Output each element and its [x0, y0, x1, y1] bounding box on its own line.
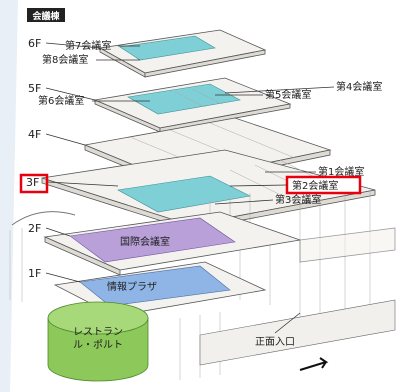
restaurant-label-line: レストラン — [73, 326, 123, 338]
floor-6-plate — [98, 29, 267, 78]
floor-label-2f: 2F — [28, 222, 41, 235]
room-label-5: 第5会議室 — [265, 88, 311, 101]
room-label-7: 第7会議室 — [65, 39, 111, 52]
room-label-6: 第6会議室 — [38, 94, 84, 107]
room-5-area — [127, 83, 241, 115]
room-label-3: 第3会議室 — [275, 193, 321, 206]
floor-label-5f: 5F — [28, 82, 41, 95]
room-label-4: 第4会議室 — [336, 80, 382, 93]
room-label-info-plaza: 情報プラザ — [107, 280, 157, 293]
international-room-area — [69, 217, 236, 263]
building-title: 会議棟 — [32, 10, 60, 22]
floor-label-4f: 4F — [28, 128, 41, 141]
room-labels: 第7会議室 第8会議室 第4会議室 第6会議室 第5会議室 第1会議室 第2会議… — [38, 39, 382, 351]
floor-label-6f: 6F — [28, 37, 41, 50]
room-label-1: 第1会議室 — [318, 165, 364, 178]
room-label-2: 第2会議室 — [292, 179, 338, 192]
floor-5-plate — [93, 77, 292, 133]
entrance-arrow-icon — [299, 357, 329, 371]
room-label-international: 国際会議室 — [120, 235, 170, 248]
room-label-entrance: 正面入口 — [255, 337, 295, 348]
floor-label-3f: 3F — [26, 176, 39, 189]
room-7-area — [119, 35, 216, 61]
floor-3-highlight-box — [19, 173, 49, 194]
floor-label-1f: 1F — [28, 267, 41, 280]
restaurant-cylinder — [47, 301, 149, 382]
building-title-badge: 会議棟 — [27, 8, 65, 22]
restaurant-label-line: ル・ポルト — [73, 339, 123, 351]
room-label-8: 第8会議室 — [42, 53, 88, 66]
floor-2-plate — [43, 211, 396, 276]
info-plaza-area — [79, 265, 231, 307]
floor-labels: 6F 5F 4F 3F 2F 1F — [26, 37, 119, 283]
room-label-restaurant: レストランル・ポルト — [73, 326, 123, 351]
